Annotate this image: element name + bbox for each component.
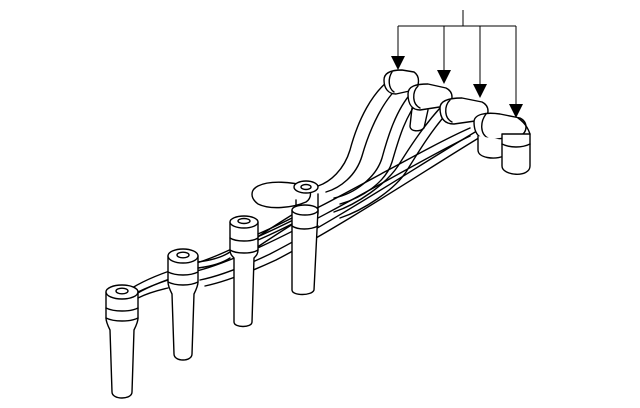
wire-attachments <box>137 217 293 299</box>
callout-arrowhead-3 <box>473 84 487 98</box>
callout-arrowhead-2 <box>437 70 451 84</box>
callout-arrowhead-1 <box>391 56 405 70</box>
wire-separator-clip <box>251 180 319 220</box>
distributor-boot-4 <box>473 112 531 175</box>
callout-leader <box>391 10 523 118</box>
spark-plug-boots <box>105 204 319 399</box>
spark-plug-boot-2 <box>167 248 199 361</box>
spark-plug-boot-1 <box>105 284 139 399</box>
spark-plug-boot-4 <box>291 204 319 296</box>
distributor-boots <box>383 69 531 175</box>
callout-arrowhead-4 <box>509 104 523 118</box>
spark-plug-boot-3 <box>229 215 259 328</box>
